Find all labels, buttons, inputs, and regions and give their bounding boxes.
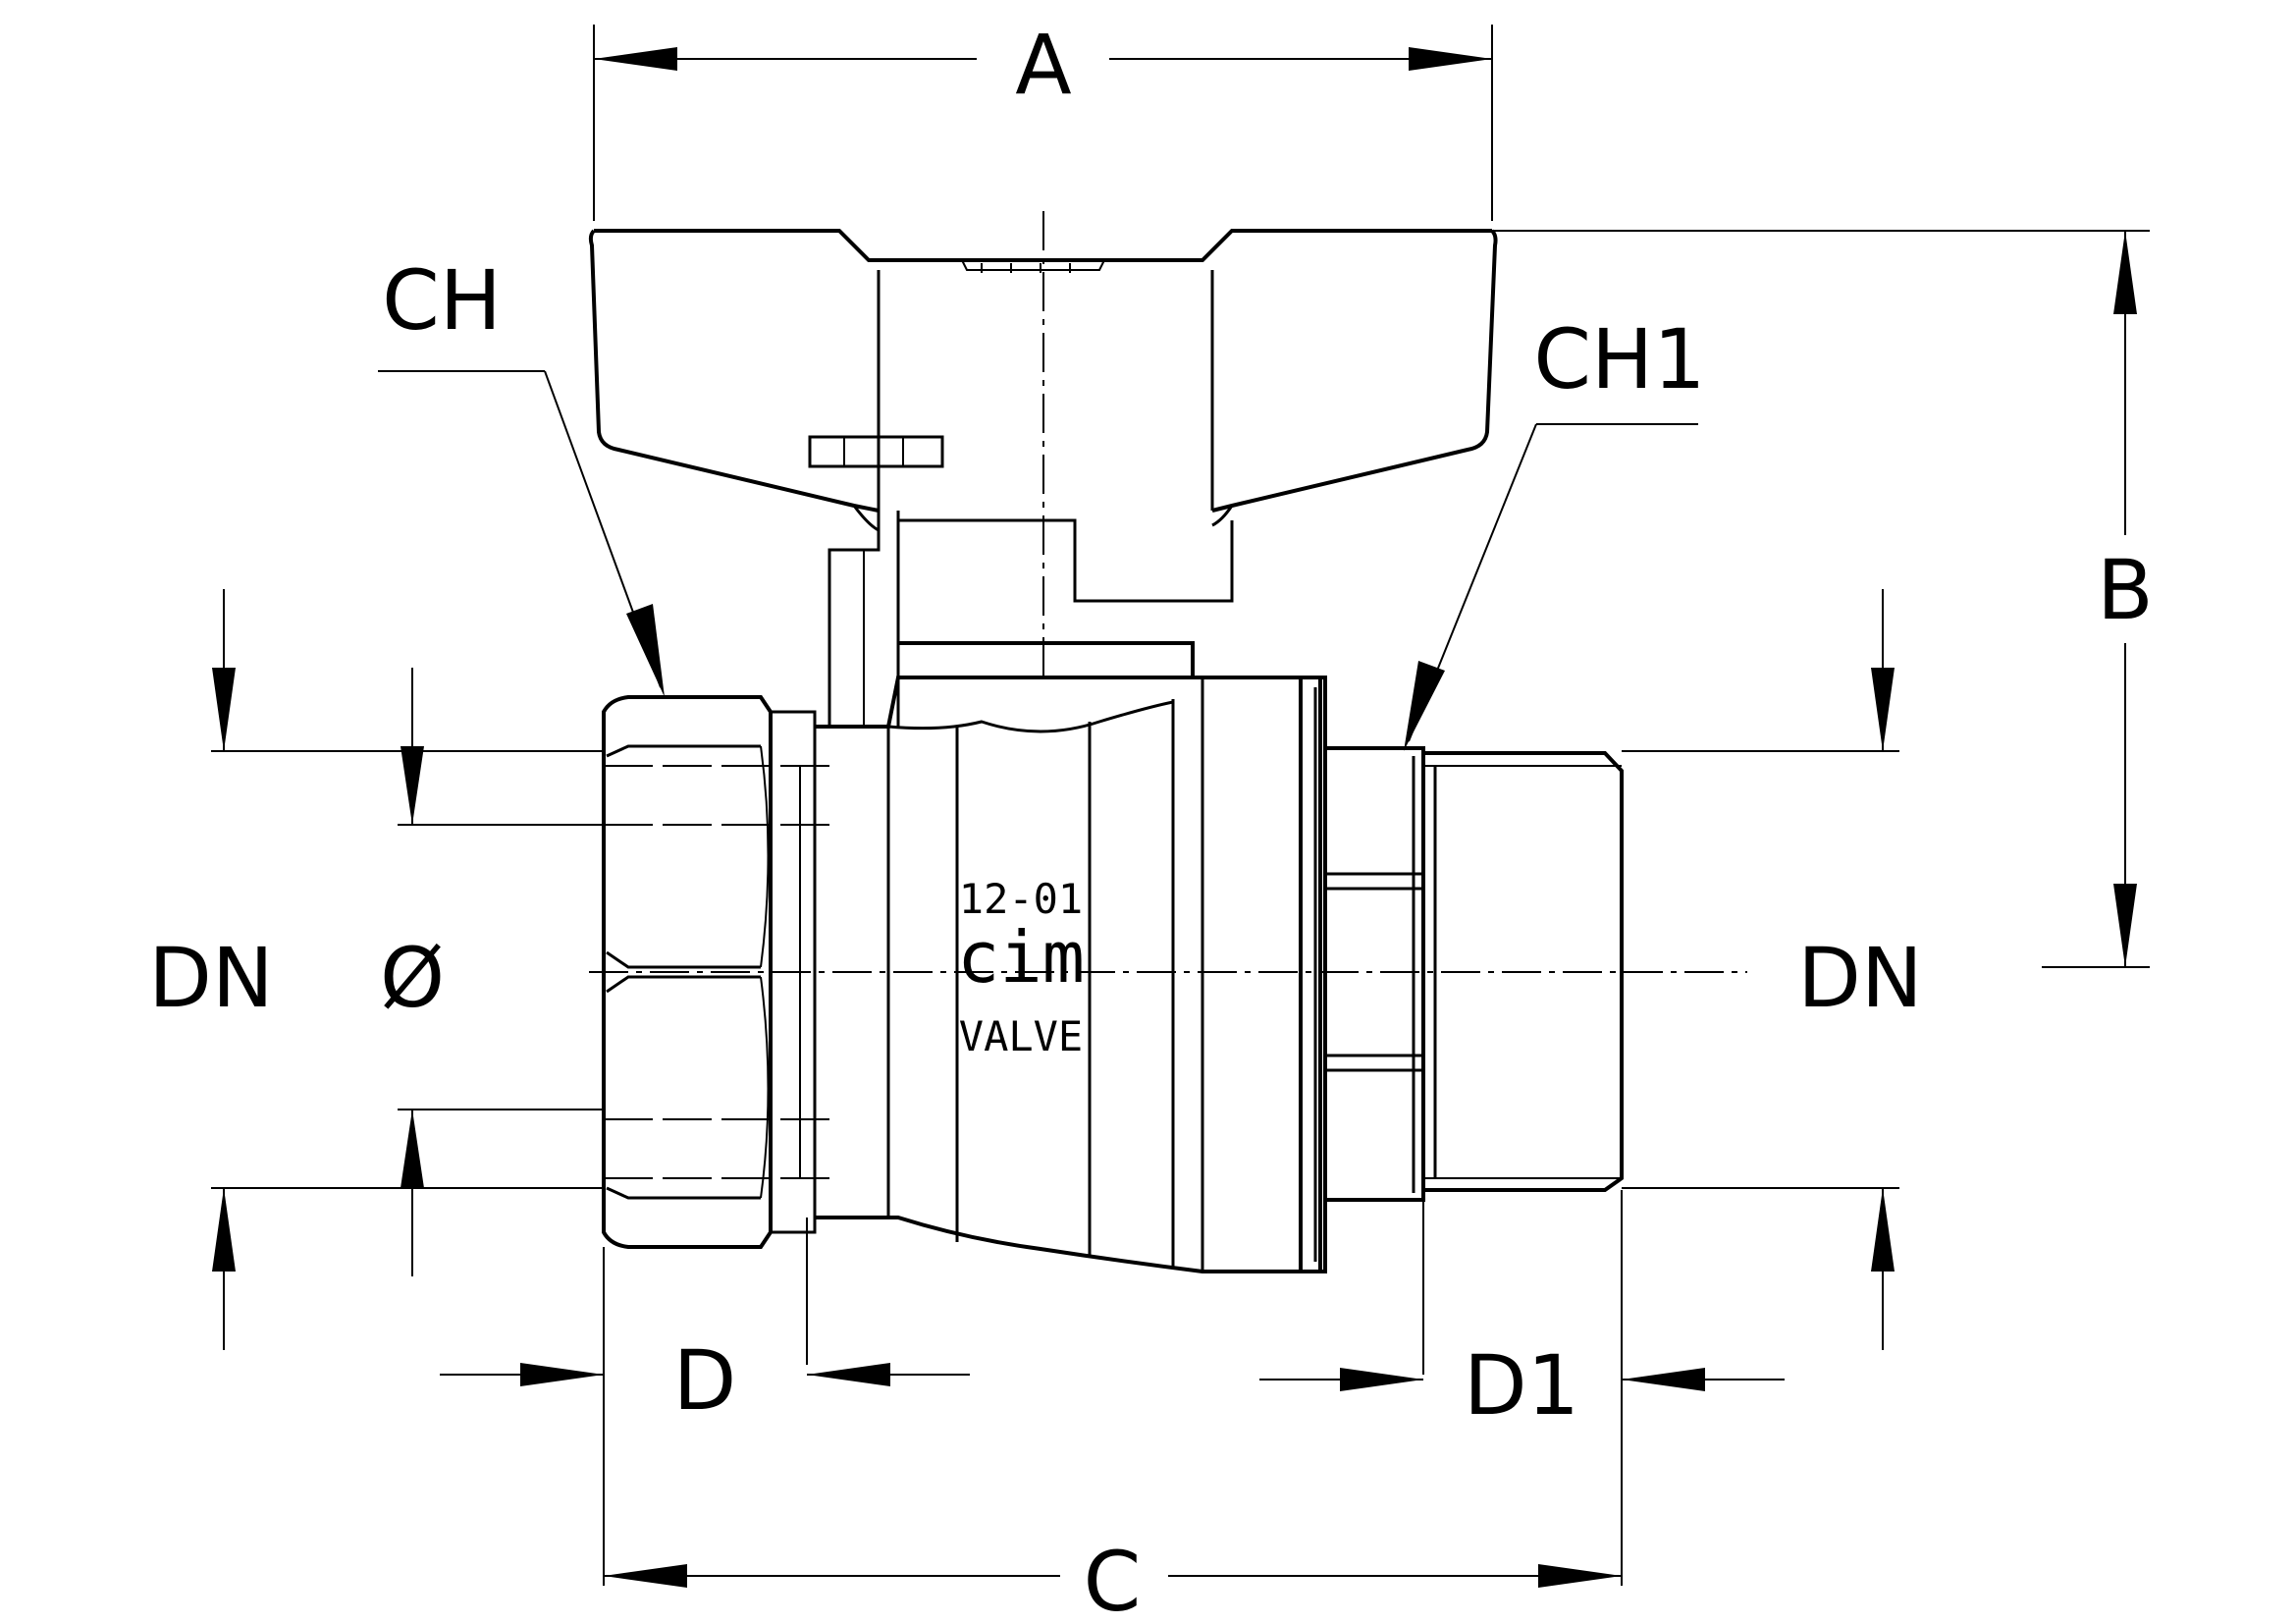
dimension-d: D [440,1218,970,1586]
label-a: A [1015,17,1071,113]
label-diameter: Ø [380,930,445,1026]
right-hex-and-thread [1323,746,1624,1202]
label-d: D [673,1332,737,1429]
center-lines [589,211,1747,973]
dimension-a: A [593,17,1493,221]
valve-body [815,641,1327,1273]
marking-code: 12-01 [959,875,1083,923]
left-hex-nut [602,695,829,1249]
dimension-ch: CH [378,252,665,697]
label-ch: CH [382,252,502,349]
label-c: C [1084,1534,1142,1624]
dimension-dn-left: DN [148,589,604,1350]
label-ch1: CH1 [1533,311,1705,407]
dimension-d1: D1 [1259,1190,1785,1586]
butterfly-handle [588,229,1498,727]
dimension-c: C [604,1534,1622,1624]
label-d1: D1 [1464,1337,1579,1434]
dimension-dn-right: DN [1622,589,1923,1350]
marking-type: VALVE [959,1012,1083,1060]
body-marking: 12-01 cim VALVE [957,875,1085,1060]
label-dn-left: DN [148,930,274,1026]
dimension-b: B [1492,230,2154,968]
label-b: B [2097,542,2154,638]
dimension-ch1: CH1 [1404,311,1706,751]
dimension-diameter: Ø [380,668,604,1276]
marking-brand: cim [957,916,1085,999]
label-dn-right: DN [1797,930,1923,1026]
